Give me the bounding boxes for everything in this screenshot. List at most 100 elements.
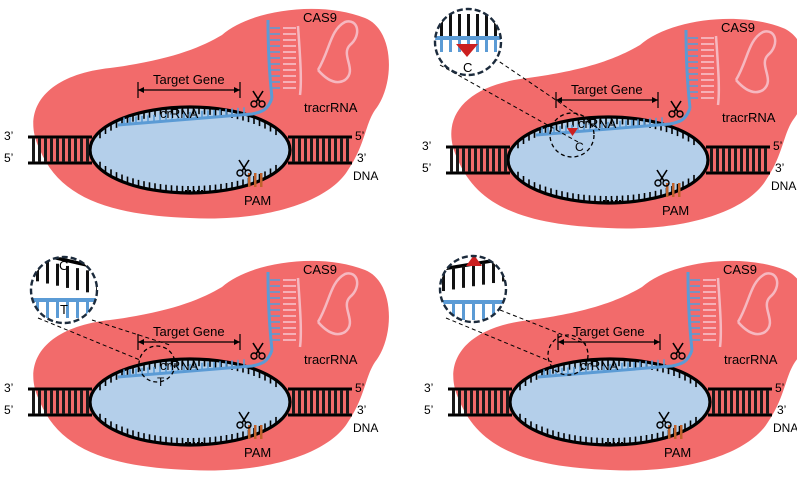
tracrrna-label: tracrRNA bbox=[304, 100, 358, 115]
zoom-inset-border bbox=[438, 254, 508, 324]
dna-left-duplex bbox=[446, 145, 510, 175]
scissors-handle bbox=[244, 421, 252, 429]
prime-label: 5’ bbox=[355, 129, 364, 143]
inset-base bbox=[485, 14, 488, 36]
zoom-guide-line bbox=[493, 57, 601, 131]
zoom-guide-line bbox=[445, 317, 553, 363]
scissors-blade bbox=[252, 90, 261, 103]
prime-label: 5’ bbox=[4, 151, 13, 165]
base-pair bbox=[718, 390, 721, 414]
inset-base bbox=[476, 14, 479, 36]
base-pair bbox=[80, 390, 83, 414]
zoom-guide-line bbox=[499, 309, 587, 345]
base-pair bbox=[304, 390, 307, 414]
base-pair bbox=[38, 390, 41, 414]
prime-label: 5’ bbox=[424, 403, 433, 417]
tracrrna-stem bbox=[686, 271, 694, 351]
inset-base bbox=[76, 268, 79, 291]
base-pair bbox=[62, 390, 65, 414]
inset-base bbox=[46, 261, 49, 284]
base-pair bbox=[298, 138, 301, 162]
inset-base bbox=[502, 259, 505, 282]
crrna-label: crRNA bbox=[580, 358, 619, 373]
crrna-strand bbox=[537, 349, 694, 379]
base-pair bbox=[488, 390, 491, 414]
tracrrna-pair-strand bbox=[296, 277, 303, 348]
scissors-handle bbox=[258, 352, 266, 360]
prime-label: 5’ bbox=[773, 139, 782, 153]
scissors-handle bbox=[244, 169, 252, 177]
base-pair bbox=[50, 390, 53, 414]
prime-label: 3’ bbox=[4, 381, 13, 395]
dna-label: DNA bbox=[773, 421, 797, 435]
dna-bubble bbox=[88, 357, 292, 447]
base-pair bbox=[486, 148, 489, 172]
pam-base bbox=[680, 425, 683, 439]
base-pair bbox=[74, 390, 77, 414]
target-gene-label: Target Gene bbox=[153, 72, 225, 87]
base-pair bbox=[458, 390, 461, 414]
base-pair bbox=[468, 148, 471, 172]
base-pair bbox=[304, 138, 307, 162]
inset-rna-base bbox=[56, 302, 59, 318]
scissors-blade bbox=[252, 342, 261, 355]
inset-rna-base bbox=[462, 304, 465, 320]
dna-right-duplex bbox=[708, 387, 772, 417]
base-pair bbox=[456, 148, 459, 172]
base-pair bbox=[722, 148, 725, 172]
dna-right-duplex bbox=[288, 387, 352, 417]
tracrrna-label: tracrRNA bbox=[724, 352, 778, 367]
base-pair bbox=[462, 148, 465, 172]
bracket-arrow bbox=[138, 87, 144, 93]
inset-deaminase bbox=[456, 44, 478, 57]
dna-left-duplex bbox=[28, 135, 92, 165]
inset-rna-base bbox=[66, 302, 69, 318]
inset-base bbox=[452, 267, 455, 290]
tracrrna-loop bbox=[734, 30, 777, 94]
crrna-label: crRNA bbox=[578, 116, 617, 131]
pam-label: PAM bbox=[244, 445, 271, 460]
zoom-inset-border bbox=[433, 7, 503, 77]
base-pair bbox=[56, 138, 59, 162]
base-pair bbox=[346, 138, 349, 162]
scissors-blade bbox=[675, 342, 684, 355]
base-pair bbox=[38, 138, 41, 162]
base-pair bbox=[742, 390, 745, 414]
tracrrna-stem bbox=[266, 19, 274, 99]
scissors-handle bbox=[676, 110, 684, 118]
zoom-inset-1 bbox=[435, 9, 501, 75]
pam-label: PAM bbox=[662, 203, 689, 218]
base-label: C bbox=[575, 140, 584, 154]
prime-label: 3’ bbox=[357, 151, 366, 165]
base-pair bbox=[724, 390, 727, 414]
dna-bubble bbox=[88, 105, 292, 195]
base-pair bbox=[734, 148, 737, 172]
base-pair bbox=[80, 138, 83, 162]
inset-base bbox=[492, 261, 495, 284]
scissors-blade bbox=[673, 100, 682, 113]
zoom-inset-border bbox=[29, 255, 99, 325]
crrna-strand bbox=[535, 107, 692, 137]
scissors-handle bbox=[250, 352, 258, 360]
scissors-handle bbox=[670, 352, 678, 360]
pam-base bbox=[678, 183, 681, 197]
pam-base bbox=[254, 173, 257, 187]
base-pair bbox=[746, 148, 749, 172]
pam-label: PAM bbox=[244, 193, 271, 208]
prime-label: 3’ bbox=[775, 161, 784, 175]
bracket-arrow bbox=[138, 339, 144, 345]
scissors-handle bbox=[668, 110, 676, 118]
inset-rna-base bbox=[46, 302, 49, 318]
scissors-icon-pam bbox=[236, 411, 252, 429]
base-pair bbox=[310, 390, 313, 414]
bracket-arrow bbox=[558, 339, 564, 345]
bottom-strand-ticks bbox=[517, 171, 695, 203]
base-pair bbox=[730, 390, 733, 414]
base-pair bbox=[292, 138, 295, 162]
scissors-blade bbox=[658, 411, 667, 424]
base-pair bbox=[450, 148, 453, 172]
